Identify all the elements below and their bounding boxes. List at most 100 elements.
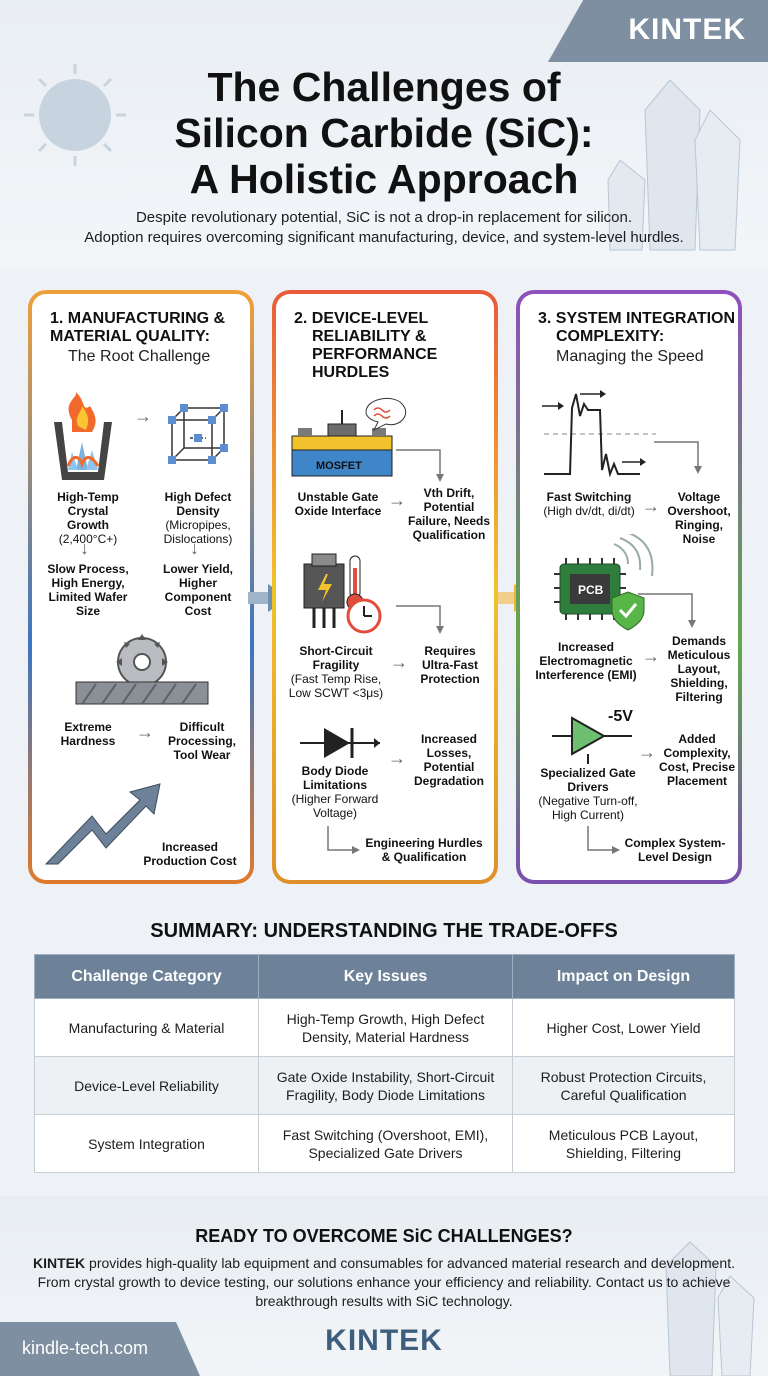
panel-title: 3. SYSTEM INTEGRATION COMPLEXITY: bbox=[538, 310, 735, 346]
brand-logo-footer[interactable]: KINTEK bbox=[325, 1324, 443, 1357]
table-cell: Meticulous PCB Layout, Shielding, Filter… bbox=[512, 1114, 735, 1173]
panel-title-line: 2. DEVICE-LEVEL bbox=[294, 310, 429, 327]
label-note: (Higher Forward Voltage) bbox=[291, 792, 379, 820]
switching-waveform-icon bbox=[542, 390, 656, 478]
label-voltage-overshoot: Voltage Overshoot, Ringing, Noise bbox=[667, 490, 731, 546]
label-note: (2,400°C+) bbox=[58, 532, 118, 546]
label-short-circuit: Short-Circuit Fragility(Fast Temp Rise, … bbox=[284, 644, 388, 700]
table-cell: Gate Oxide Instability, Short-Circuit Fr… bbox=[258, 1056, 513, 1115]
subtitle-line: Adoption requires overcoming significant… bbox=[84, 229, 684, 246]
label-processing: Difficult Processing, Tool Wear bbox=[167, 720, 237, 762]
brand-banner: KINTEK bbox=[548, 0, 768, 62]
negative-voltage-label: -5V bbox=[608, 708, 633, 725]
panel-title: 1. MANUFACTURING & MATERIAL QUALITY: bbox=[50, 310, 225, 346]
table-header: Impact on Design bbox=[512, 954, 735, 999]
label-text: Body Diode Limitations bbox=[301, 764, 369, 792]
table-header: Key Issues bbox=[258, 954, 513, 999]
subtitle-line: Despite revolutionary potential, SiC is … bbox=[135, 209, 633, 226]
label-text: Fast Switching bbox=[546, 490, 632, 504]
table-cell: Manufacturing & Material bbox=[34, 998, 259, 1057]
cta-brand: KINTEK bbox=[33, 1255, 86, 1271]
arrow-right-icon: → bbox=[388, 490, 406, 510]
trend-up-arrow-icon bbox=[44, 783, 161, 865]
panel-title-line: COMPLEXITY: bbox=[556, 328, 665, 345]
cta-body: provides high-quality lab equipment and … bbox=[37, 1255, 735, 1309]
page-subtitle: Despite revolutionary potential, SiC is … bbox=[0, 208, 768, 248]
crystal-icon bbox=[607, 79, 741, 251]
arrow-down-icon: ↓ bbox=[80, 538, 89, 558]
panel-title-line: 3. SYSTEM INTEGRATION bbox=[538, 310, 736, 327]
table-row: System Integration Fast Switching (Overs… bbox=[34, 1114, 735, 1173]
mosfet-label: MOSFET bbox=[316, 460, 362, 472]
label-vth-drift: Vth Drift, Potential Failure, Needs Qual… bbox=[407, 486, 491, 542]
site-link[interactable]: kindle-tech.com bbox=[22, 1338, 149, 1358]
table-header-row: Challenge Category Key Issues Impact on … bbox=[34, 954, 735, 999]
label-text: Short-Circuit Fragility bbox=[299, 644, 373, 672]
panel-title-line: HURDLES bbox=[312, 364, 390, 381]
label-meticulous-layout: Demands Meticulous Layout, Shielding, Fi… bbox=[667, 634, 731, 704]
panel-system-integration: 3. SYSTEM INTEGRATION COMPLEXITY: Managi… bbox=[516, 290, 742, 884]
panel-device-reliability: 2. DEVICE-LEVEL RELIABILITY & PERFORMANC… bbox=[272, 290, 498, 884]
table-cell: Fast Switching (Overshoot, EMI), Special… bbox=[258, 1114, 513, 1173]
arrow-right-icon: → bbox=[638, 742, 656, 762]
elbow-arrow-icon bbox=[327, 826, 360, 854]
cta-text: KINTEK provides high-quality lab equipme… bbox=[20, 1254, 748, 1311]
crystal-icon bbox=[665, 1241, 755, 1376]
table-cell: Device-Level Reliability bbox=[34, 1056, 259, 1115]
arrow-right-icon: → bbox=[390, 652, 408, 672]
panel-title-line: MATERIAL QUALITY: bbox=[50, 328, 210, 345]
summary-table: Challenge Category Key Issues Impact on … bbox=[34, 954, 735, 1173]
arrow-right-icon: → bbox=[388, 748, 406, 768]
elbow-arrow-icon bbox=[638, 593, 696, 628]
panel-title-line: 1. MANUFACTURING & bbox=[50, 310, 226, 327]
label-ultra-fast-protection: Requires Ultra-Fast Protection bbox=[420, 644, 480, 686]
elbow-arrow-icon bbox=[654, 441, 702, 474]
label-production-cost: Increased Production Cost bbox=[143, 840, 237, 868]
sun-icon bbox=[24, 64, 126, 166]
header: KINTEK The Challenges of Silicon Carbide… bbox=[0, 0, 768, 268]
table-cell: High-Temp Growth, High Defect Density, M… bbox=[258, 998, 513, 1057]
site-banner: kindle-tech.com bbox=[0, 1322, 200, 1376]
label-crystal-growth: High-Temp Crystal Growth(2,400°C+) bbox=[46, 490, 130, 546]
pcb-label: PCB bbox=[578, 583, 604, 597]
arrow-down-icon: ↓ bbox=[190, 538, 199, 558]
label-text: Specialized Gate Drivers bbox=[540, 766, 636, 794]
panel-title: 2. DEVICE-LEVEL RELIABILITY & PERFORMANC… bbox=[294, 310, 437, 382]
elbow-arrow-icon bbox=[396, 449, 444, 482]
thermal-transistor-icon bbox=[303, 553, 382, 634]
label-increased-losses: Increased Losses, Potential Degradation bbox=[413, 732, 484, 788]
label-text: High-Temp Crystal Growth bbox=[57, 490, 119, 532]
label-gate-drivers: Specialized Gate Drivers(Negative Turn-o… bbox=[530, 766, 646, 822]
summary-heading: SUMMARY: UNDERSTANDING THE TRADE-OFFS bbox=[150, 920, 618, 942]
gate-driver-icon bbox=[552, 716, 632, 764]
table-cell: System Integration bbox=[34, 1114, 259, 1173]
mosfet-icon bbox=[291, 397, 407, 477]
label-defect-density: High Defect Density(Micropipes, Dislocat… bbox=[150, 490, 246, 546]
cta-heading: READY TO OVERCOME SiC CHALLENGES? bbox=[195, 1226, 573, 1246]
table-cell: Robust Protection Circuits, Careful Qual… bbox=[512, 1056, 735, 1115]
page-title: The Challenges of Silicon Carbide (SiC):… bbox=[0, 64, 768, 202]
label-gate-oxide: Unstable Gate Oxide Interface bbox=[294, 490, 382, 518]
panel-subtitle: Managing the Speed bbox=[556, 348, 704, 365]
arrow-right-icon: → bbox=[642, 496, 660, 516]
table-row: Manufacturing & Material High-Temp Growt… bbox=[34, 998, 735, 1057]
panel-subtitle: The Root Challenge bbox=[68, 348, 211, 365]
table-row: Device-Level Reliability Gate Oxide Inst… bbox=[34, 1056, 735, 1115]
label-note: (Micropipes, Dislocations) bbox=[163, 518, 233, 546]
pcb-chip-icon bbox=[554, 534, 654, 631]
label-text: High Defect Density bbox=[164, 490, 232, 518]
panel-manufacturing: 1. MANUFACTURING & MATERIAL QUALITY: The… bbox=[28, 290, 254, 884]
label-engineering-hurdles: Engineering Hurdles & Qualification bbox=[365, 836, 483, 864]
label-complex-design: Complex System-Level Design bbox=[624, 836, 726, 864]
label-note: (Negative Turn-off, High Current) bbox=[538, 794, 638, 822]
label-fast-switching: Fast Switching(High dv/dt, di/dt) bbox=[534, 490, 644, 518]
table-header: Challenge Category bbox=[34, 954, 259, 999]
title-line: The Challenges of bbox=[207, 64, 561, 110]
label-note: (High dv/dt, di/dt) bbox=[543, 504, 635, 518]
label-note: (Fast Temp Rise, Low SCWT <3μs) bbox=[288, 672, 384, 700]
brand-logo[interactable]: KINTEK bbox=[628, 13, 746, 46]
saw-blade-icon bbox=[75, 634, 209, 705]
furnace-icon bbox=[54, 392, 112, 480]
label-slow-process: Slow Process, High Energy, Limited Wafer… bbox=[47, 562, 129, 618]
table-cell: Higher Cost, Lower Yield bbox=[512, 998, 735, 1057]
